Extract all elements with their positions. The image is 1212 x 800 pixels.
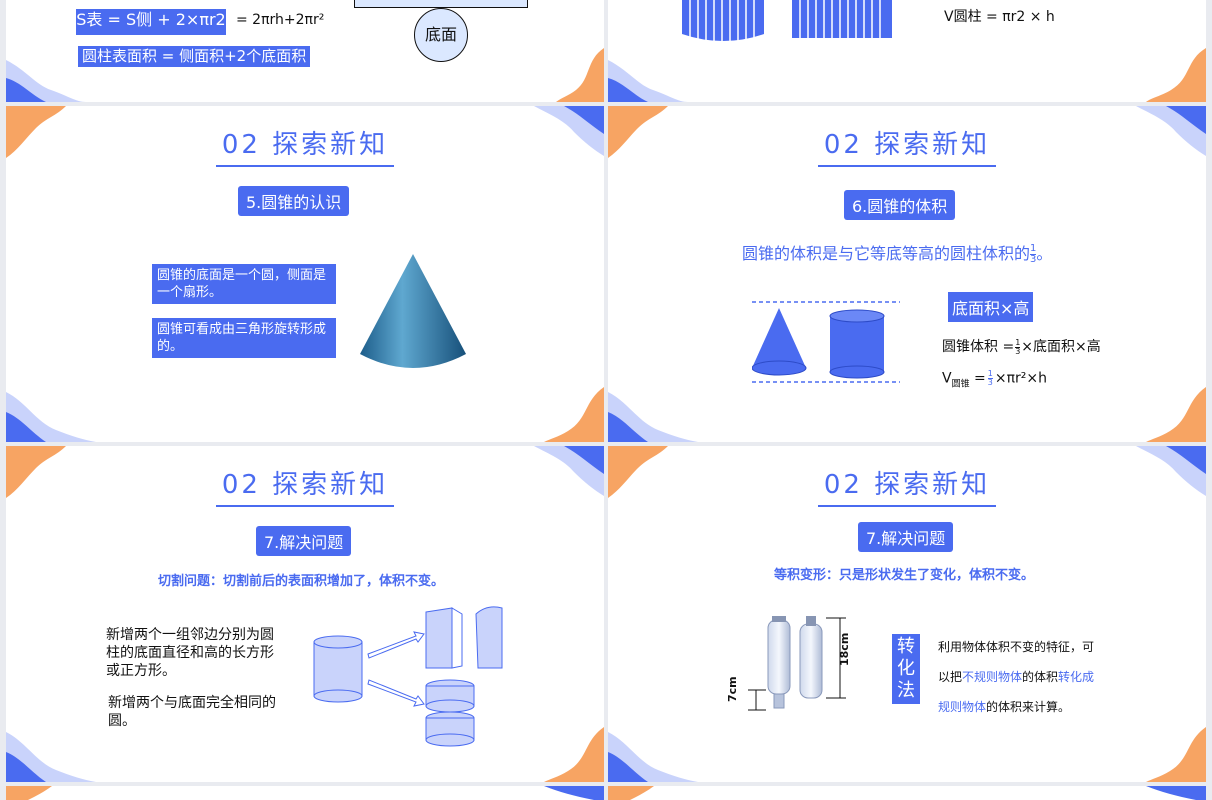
- conversion-description: 利用物体体积不变的特征，可 以把不规则物体的体积转化成 规则物体的体积来计算。: [938, 640, 1095, 714]
- decor-blob-br: [544, 727, 604, 782]
- section-pill: 7.解决问题: [256, 526, 352, 556]
- section-pill: 5.圆锥的认识: [238, 186, 350, 216]
- water-bottles-diagram: [748, 616, 846, 711]
- decor-blob-bl: [6, 392, 96, 442]
- decor-blob-tl: [608, 446, 668, 498]
- decor-blob-bl: [6, 732, 96, 782]
- s-formula-expr: = 2πrh+2πr²: [236, 12, 325, 28]
- formula-box: [76, 9, 226, 35]
- dimension-7cm: 7cm: [726, 676, 739, 702]
- slide-next-right[interactable]: [608, 786, 1206, 800]
- decor-blob-bl: [6, 60, 86, 102]
- slide-cylinder-volume[interactable]: V圆柱 = πr2 × h: [608, 0, 1206, 102]
- decor-blob-tr: [1146, 786, 1206, 800]
- cone-cylinder-compare-diagram: [752, 301, 900, 383]
- decor-blob-br: [544, 387, 604, 442]
- surface-area-rule: 圆柱表面积 = 侧面积+2个底面积: [78, 46, 311, 67]
- decor-blob-br: [1146, 48, 1206, 102]
- conversion-method-label: 转化法: [892, 634, 920, 704]
- statement-prefix: 圆锥的体积是与它等底等高的圆柱体积的: [742, 244, 1031, 263]
- slide-title: 02 探索新知: [817, 124, 997, 167]
- slide-title: 02 探索新知: [215, 124, 395, 167]
- decor-blob-tr: [1136, 106, 1206, 156]
- section-pill: 7.解决问题: [858, 522, 954, 552]
- decor-blob-tl: [6, 446, 66, 498]
- cone-desc-box-2: 圆锥可看成由三角形旋转形成的。: [152, 318, 336, 358]
- s-formula-label: S表 = S侧 + 2×πr2: [76, 10, 226, 29]
- rearranged-cuboid-icon: [792, 0, 892, 38]
- dimension-18cm: 18cm: [838, 632, 851, 666]
- decor-blob-tr: [544, 786, 604, 800]
- slide-cone-intro[interactable]: 02 探索新知 5.圆锥的认识 圆锥的底面是一个圆，侧面是一个扇形。 圆锥可看成…: [6, 106, 604, 442]
- slide-title: 02 探索新知: [215, 464, 395, 507]
- cylinder-volume-formula: V圆柱 = πr2 × h: [944, 9, 1055, 25]
- decor-blob-tl: [6, 106, 66, 158]
- sliced-cylinder-icon: [682, 0, 764, 42]
- decor-blob-tl: [6, 786, 52, 800]
- decor-blob-tr: [534, 106, 604, 156]
- decor-blob-br: [1146, 387, 1206, 442]
- statement-suffix: 。: [1036, 244, 1053, 263]
- equal-volume-subtitle: 等积变形：只是形状发生了变化，体积不变。: [774, 568, 1035, 583]
- slide-equal-volume[interactable]: 02 探索新知 7.解决问题 等积变形：只是形状发生了变化，体积不变。 7cm …: [608, 446, 1206, 782]
- cylinder-cut-diagram: [313, 606, 503, 747]
- slide-title: 02 探索新知: [817, 464, 997, 507]
- new-rectangles-text: 新增两个一组邻边分别为圆柱的底面直径和高的长方形或正方形。: [106, 627, 274, 679]
- base-circle: 底面: [414, 8, 468, 62]
- decor-blob-tr: [534, 446, 604, 496]
- cone-desc-box-1: 圆锥的底面是一个圆，侧面是一个扇形。: [152, 264, 336, 304]
- new-circles-text: 新增两个与底面完全相同的圆。: [108, 695, 276, 729]
- slide-cutting-problem[interactable]: 02 探索新知 7.解决问题 切割问题：切割前后的表面积增加了，体积不变。 新增…: [6, 446, 604, 782]
- base-x-height-label: 底面积×高: [948, 292, 1034, 322]
- net-rectangle: [354, 0, 528, 8]
- slide-next-left[interactable]: [6, 786, 604, 800]
- decor-blob-bl: [608, 732, 698, 782]
- decor-blob-br: [556, 48, 604, 102]
- decor-blob-tl: [608, 106, 668, 158]
- decor-blob-tr: [1136, 446, 1206, 496]
- section-pill: 6.圆锥的体积: [844, 190, 956, 220]
- cone-3d-icon: [360, 254, 466, 368]
- decor-blob-bl: [608, 392, 698, 442]
- decor-blob-bl: [608, 60, 688, 102]
- decor-blob-tl: [608, 786, 654, 800]
- decor-blob-br: [1146, 727, 1206, 782]
- problem-subtitle: 切割问题：切割前后的表面积增加了，体积不变。: [158, 574, 445, 589]
- slide-cylinder-surface[interactable]: S表 = S侧 + 2×πr2 = 2πrh+2πr² 圆柱表面积 = 侧面积+…: [6, 0, 604, 102]
